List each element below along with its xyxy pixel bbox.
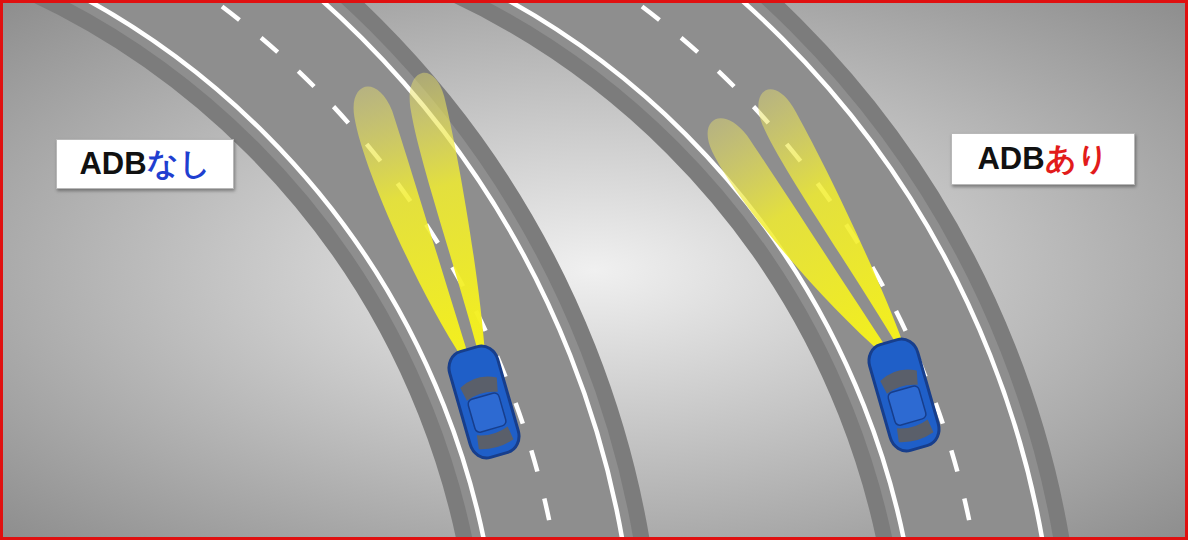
- label-text: ADB: [79, 147, 146, 181]
- car-body: [865, 335, 943, 455]
- label-box: ADBなし: [56, 139, 234, 189]
- label-text: なし: [147, 147, 211, 181]
- headlight-beam: [346, 67, 516, 372]
- car-body: [445, 342, 523, 462]
- label-box: ADBあり: [951, 133, 1135, 185]
- car-right: [691, 59, 962, 483]
- road-right: [0, 0, 1056, 540]
- headlight-beam: [698, 81, 931, 377]
- label-text: あり: [1045, 142, 1109, 176]
- label-text: ADB: [977, 142, 1044, 176]
- road-left: [0, 0, 636, 540]
- car-left: [346, 67, 543, 468]
